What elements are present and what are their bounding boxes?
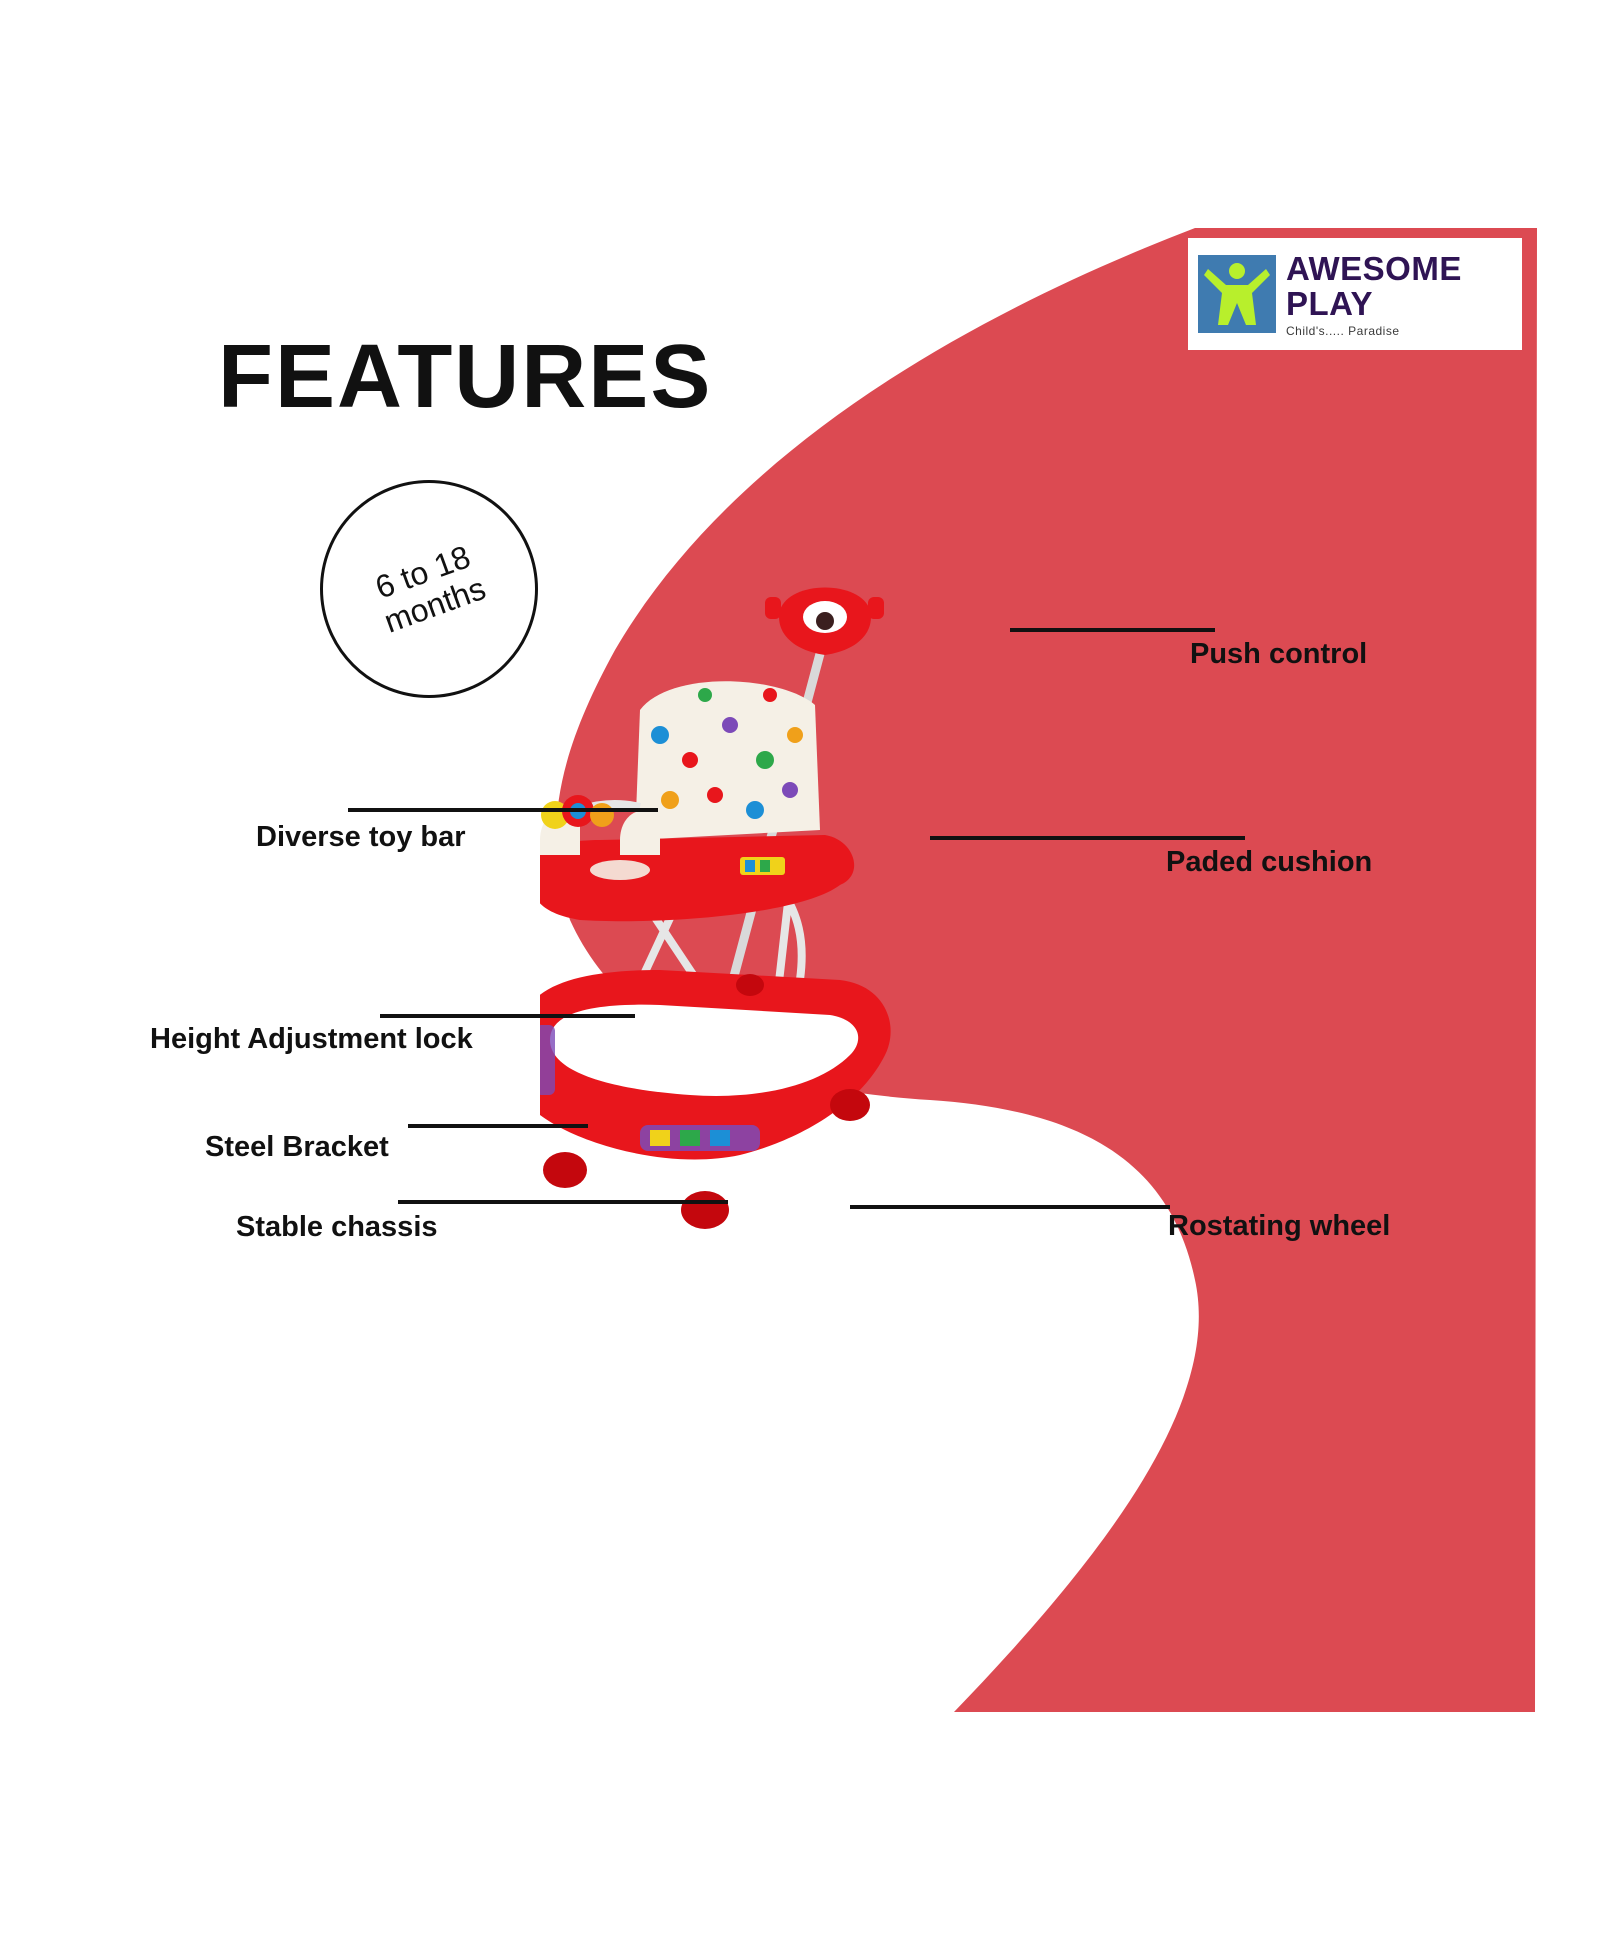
feature-label-steel-bracket: Steel Bracket: [205, 1131, 389, 1163]
feature-label-rotating-wheel: Rostating wheel: [1168, 1210, 1391, 1242]
seat-tray: [540, 835, 855, 922]
feature-label-diverse-toy-bar: Diverse toy bar: [256, 821, 466, 853]
leader-line-diverse-toy-bar: [348, 808, 658, 812]
brand-tagline: Child's..... Paradise: [1286, 324, 1400, 338]
brand-name: AWESOME PLAY: [1286, 250, 1462, 322]
person-jumping-icon: [1198, 255, 1276, 333]
feature-label-paded-cushion: Paded cushion: [1166, 846, 1373, 878]
age-range-badge: 6 to 18 months: [320, 480, 538, 698]
leader-line-stable-chassis: [398, 1200, 728, 1204]
brand-name-line1: AWESOME: [1286, 250, 1462, 287]
chassis-base: [540, 970, 891, 1160]
leader-line-steel-bracket: [408, 1124, 588, 1128]
leader-line-rotating-wheel: [850, 1205, 1170, 1209]
feature-label-height-adjustment-lock: Height Adjustment lock: [150, 1023, 473, 1055]
page-title: FEATURES: [218, 327, 713, 427]
feature-label-push-control: Push control: [1190, 638, 1368, 670]
rotating-wheels: [543, 974, 870, 1229]
leader-line-push-control: [1010, 628, 1215, 632]
leader-line-paded-cushion: [930, 836, 1245, 840]
padded-cushion: [635, 681, 820, 840]
baby-walker-illustration: [540, 587, 891, 1229]
leader-line-height-adjustment-lock: [380, 1014, 635, 1018]
feature-label-stable-chassis: Stable chassis: [236, 1211, 438, 1243]
age-range-text: 6 to 18 months: [323, 522, 535, 657]
brand-logo: AWESOME PLAY Child's..... Paradise: [1188, 238, 1522, 350]
brand-name-line2: PLAY: [1286, 284, 1373, 322]
